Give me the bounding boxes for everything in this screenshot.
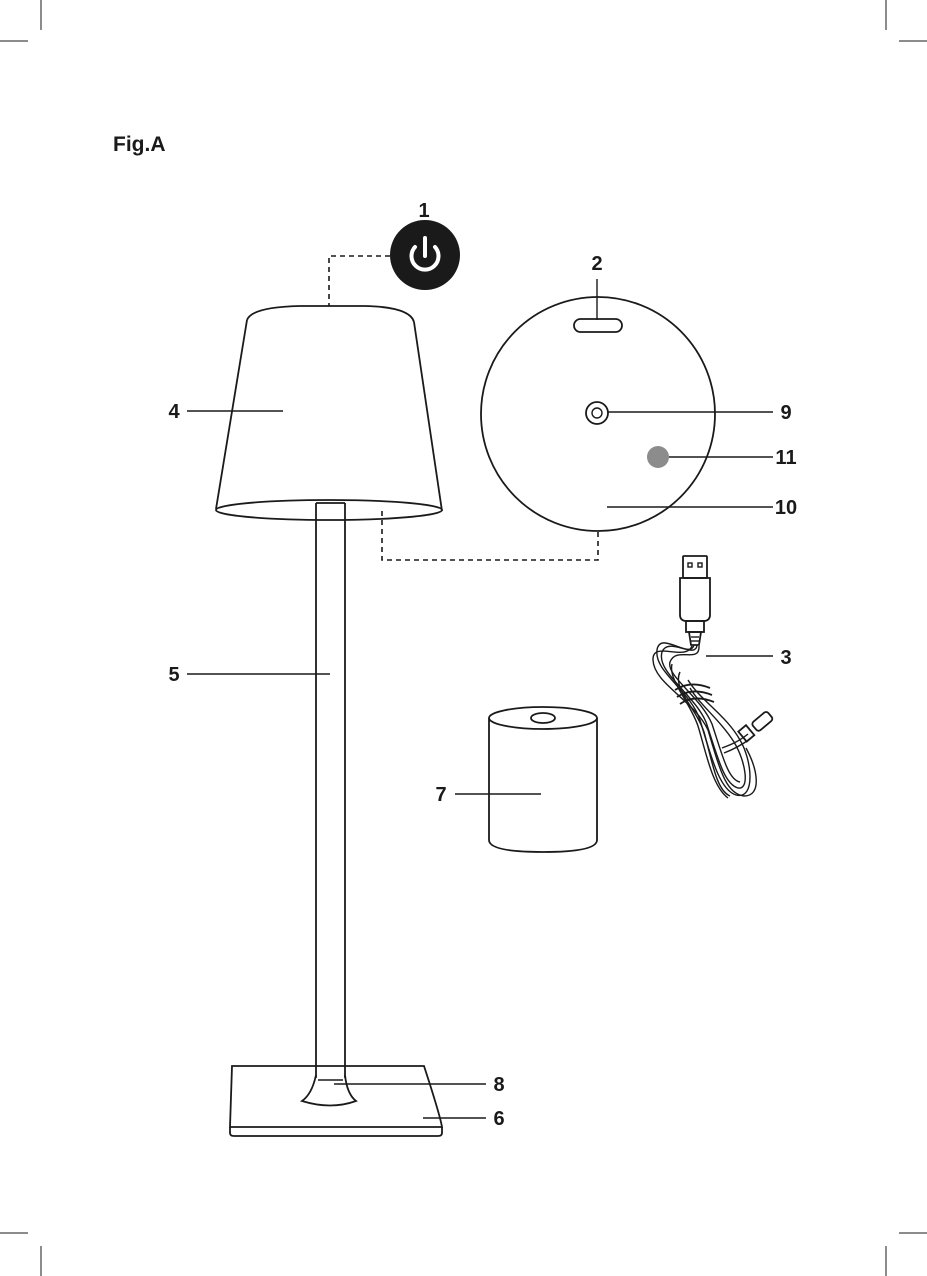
callout-11: 11 bbox=[775, 447, 796, 469]
figure-title: Fig.A bbox=[113, 133, 166, 156]
callout-3: 3 bbox=[780, 647, 791, 669]
usb-c-plug bbox=[751, 711, 773, 732]
indicator-dot bbox=[647, 446, 669, 468]
usb-a-plug bbox=[683, 556, 707, 578]
callout-5: 5 bbox=[168, 664, 179, 686]
callout-1: 1 bbox=[418, 200, 429, 222]
lamp-base bbox=[230, 1066, 442, 1136]
callout-8: 8 bbox=[493, 1074, 504, 1096]
lamp-shade bbox=[216, 306, 442, 520]
callout-4: 4 bbox=[168, 401, 180, 423]
callout-2: 2 bbox=[591, 253, 602, 275]
touch-button-connector bbox=[329, 256, 390, 306]
lamp-stem bbox=[316, 503, 345, 1078]
usb-c-port bbox=[574, 319, 622, 332]
stem-socket bbox=[302, 1075, 356, 1106]
touch-button bbox=[390, 220, 460, 290]
callout-6: 6 bbox=[493, 1108, 504, 1130]
callout-10: 10 bbox=[775, 497, 797, 519]
usb-cable bbox=[653, 556, 774, 798]
base-connector bbox=[382, 511, 598, 560]
callout-9: 9 bbox=[780, 402, 791, 424]
battery bbox=[489, 707, 597, 852]
callout-7: 7 bbox=[435, 784, 446, 806]
center-screw-hole bbox=[586, 402, 608, 424]
base-top-view bbox=[481, 297, 715, 531]
